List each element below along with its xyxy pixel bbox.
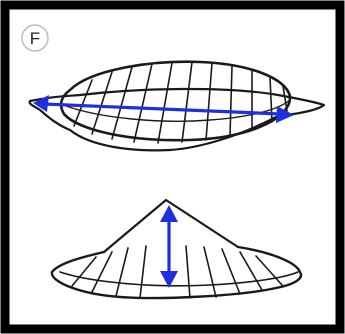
panel-label: F [21,24,49,52]
conical-hat-brim [50,245,303,300]
height-arrow-top-head [160,205,178,222]
width-arrow [33,95,294,123]
flat-hat [28,60,326,152]
height-arrow-bottom-head [160,271,178,288]
conical-hat-cone [102,198,240,254]
conical-hat-slats [71,245,283,299]
width-arrow-left-head [33,95,49,112]
width-arrow-shaft [42,102,283,116]
width-arrow-right-head [276,106,294,123]
flat-hat-band [65,99,291,122]
flat-hat-crown [59,60,292,142]
panel-label-text: F [30,29,40,48]
height-arrow [160,205,178,288]
panel-label-circle [21,24,49,52]
conical-hat [50,198,303,300]
flat-hat-slats [73,61,288,144]
